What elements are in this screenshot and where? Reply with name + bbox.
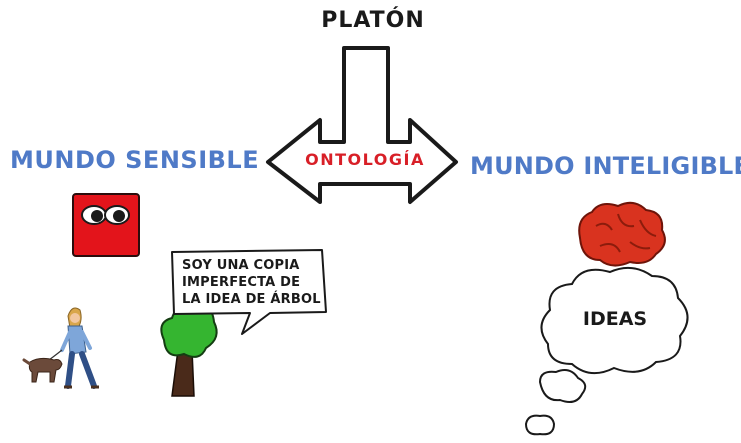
red-square-eyes-icon xyxy=(72,193,140,257)
left-world-label: MUNDO SENSIBLE xyxy=(10,146,260,174)
tree-icon xyxy=(160,305,218,397)
speech-bubble-line: LA IDEA DE ÁRBOL xyxy=(182,292,321,307)
speech-bubble-line: IMPERFECTA DE xyxy=(182,275,301,290)
speech-bubble xyxy=(171,249,327,335)
arrow-label: ONTOLOGÍA xyxy=(305,150,425,169)
walking-woman-with-dog-icon xyxy=(22,307,99,389)
brain-icon xyxy=(578,201,666,267)
diagram-title: PLATÓN xyxy=(321,8,425,33)
double-arrow-icon xyxy=(266,46,458,204)
thought-cloud-label: IDEAS xyxy=(582,308,648,330)
speech-bubble-line: SOY UNA COPIA xyxy=(182,258,300,273)
right-world-label: MUNDO INTELIGIBLE xyxy=(470,152,741,180)
thought-cloud-icon xyxy=(524,266,689,436)
